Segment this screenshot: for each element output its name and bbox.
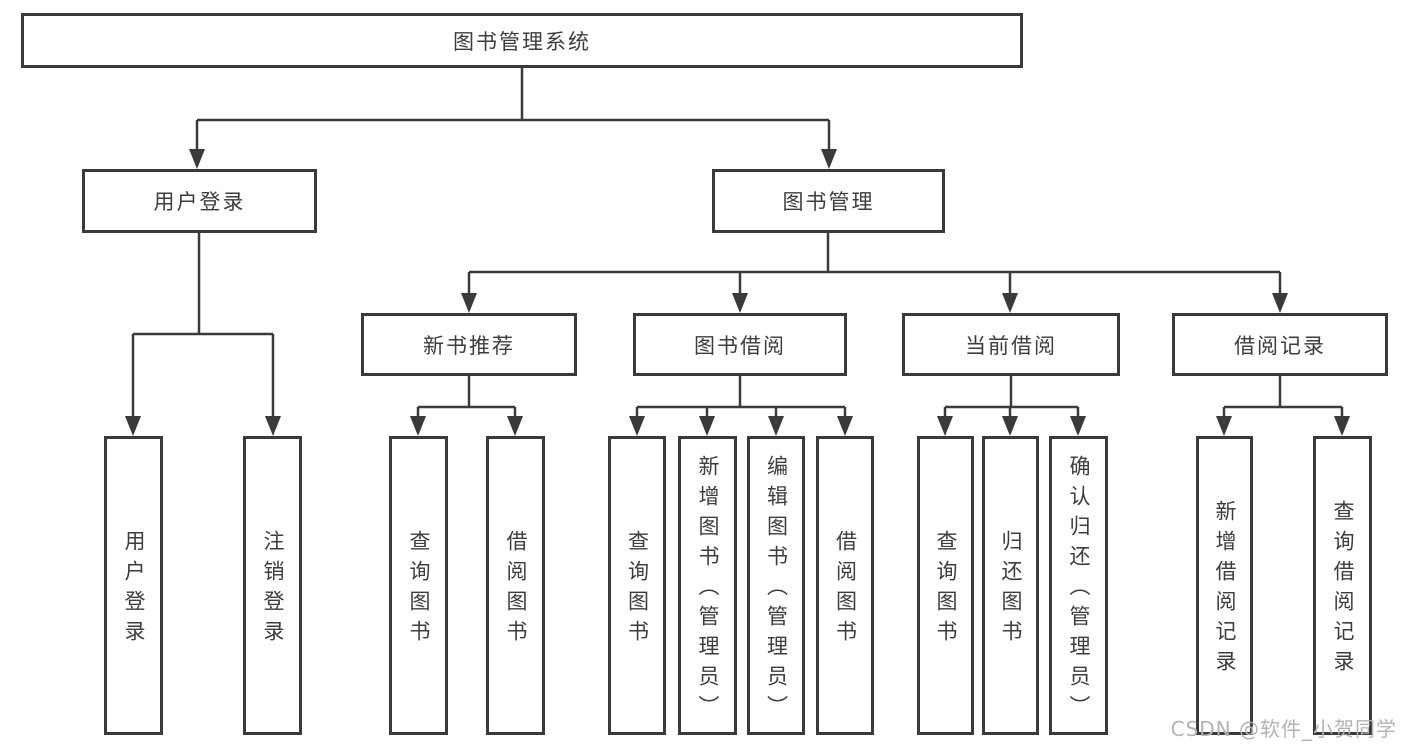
node-borrowing-records-label: 借阅记录 — [1234, 333, 1326, 358]
arrowhead — [629, 416, 645, 436]
node-current-borrowing-label: 当前借阅 — [965, 333, 1057, 358]
arrowhead — [410, 416, 426, 436]
arrowhead — [768, 416, 784, 436]
arrowhead — [265, 416, 281, 436]
leaf-user-login-label: 用户登录 — [122, 530, 146, 650]
leaf-query-borrow-record: 查询借阅记录 — [1313, 436, 1372, 735]
arrowhead — [189, 149, 205, 169]
arrowhead — [937, 416, 953, 436]
csdn-watermark: CSDN @软件_小贺同学 — [1170, 717, 1397, 741]
arrowhead — [1334, 416, 1350, 436]
leaf-add-borrow-record-label: 新增借阅记录 — [1213, 500, 1237, 680]
node-user-login-label: 用户登录 — [153, 190, 246, 214]
arrowhead — [1216, 416, 1232, 436]
leaf-borrow-books-label: 借阅图书 — [833, 530, 858, 650]
node-book-borrowing: 图书借阅 — [633, 313, 847, 376]
leaf-add-books-admin-label: 新增图书（管理员） — [696, 455, 720, 725]
node-root: 图书管理系统 — [21, 13, 1023, 68]
leaf-return-books-label: 归还图书 — [999, 530, 1023, 650]
arrowhead — [732, 293, 748, 313]
connector-user-login-to-leaves — [131, 233, 275, 419]
arrowhead — [1002, 293, 1018, 313]
leaf-edit-books-admin-label: 编辑图书（管理员） — [764, 455, 789, 725]
arrowhead — [461, 293, 477, 313]
leaf-query-books-current-label: 查询图书 — [934, 530, 958, 650]
leaf-confirm-return-admin: 确认归还（管理员） — [1049, 436, 1108, 735]
arrowhead — [699, 416, 715, 436]
connector-book-borrow-to-leaves — [635, 376, 847, 419]
leaf-query-books-recommend: 查询图书 — [389, 436, 448, 735]
leaf-query-books-current: 查询图书 — [917, 436, 974, 735]
node-borrowing-records: 借阅记录 — [1172, 313, 1388, 376]
arrowhead — [821, 149, 837, 169]
leaf-logout: 注销登录 — [243, 436, 302, 735]
connector-new-book-to-leaves — [416, 376, 517, 419]
node-root-label: 图书管理系统 — [453, 29, 591, 54]
node-current-borrowing: 当前借阅 — [902, 313, 1120, 376]
leaf-query-books-borrowing-label: 查询图书 — [625, 530, 650, 650]
node-book-management: 图书管理 — [712, 169, 945, 233]
leaf-user-login: 用户登录 — [104, 436, 163, 735]
arrowhead — [1002, 416, 1018, 436]
arrowhead — [837, 416, 853, 436]
leaf-borrow-books-recommend-label: 借阅图书 — [504, 530, 528, 650]
connector-current-borrow-to-leaves — [943, 376, 1080, 419]
leaf-borrow-books: 借阅图书 — [816, 436, 874, 735]
leaf-edit-books-admin: 编辑图书（管理员） — [747, 436, 805, 735]
arrowhead — [1272, 293, 1288, 313]
leaf-add-borrow-record: 新增借阅记录 — [1196, 436, 1253, 735]
leaf-query-borrow-record-label: 查询借阅记录 — [1331, 500, 1355, 680]
node-new-book-recommend-label: 新书推荐 — [423, 333, 515, 358]
connector-book-management-to-level3 — [467, 233, 1282, 296]
arrowhead — [507, 416, 523, 436]
node-user-login: 用户登录 — [82, 169, 317, 233]
leaf-add-books-admin: 新增图书（管理员） — [678, 436, 737, 735]
node-book-management-label: 图书管理 — [782, 190, 875, 214]
leaf-query-books-recommend-label: 查询图书 — [407, 530, 431, 650]
node-new-book-recommend: 新书推荐 — [361, 313, 577, 376]
node-book-borrowing-label: 图书借阅 — [694, 333, 786, 358]
arrowhead — [125, 416, 141, 436]
arrowhead — [1070, 416, 1086, 436]
leaf-logout-label: 注销登录 — [261, 530, 285, 650]
leaf-return-books: 归还图书 — [982, 436, 1039, 735]
leaf-borrow-books-recommend: 借阅图书 — [486, 436, 545, 735]
leaf-query-books-borrowing: 查询图书 — [608, 436, 666, 735]
connector-borrow-records-to-leaves — [1222, 376, 1344, 419]
connector-root-to-level2 — [195, 68, 831, 152]
leaf-confirm-return-admin-label: 确认归还（管理员） — [1067, 455, 1091, 725]
